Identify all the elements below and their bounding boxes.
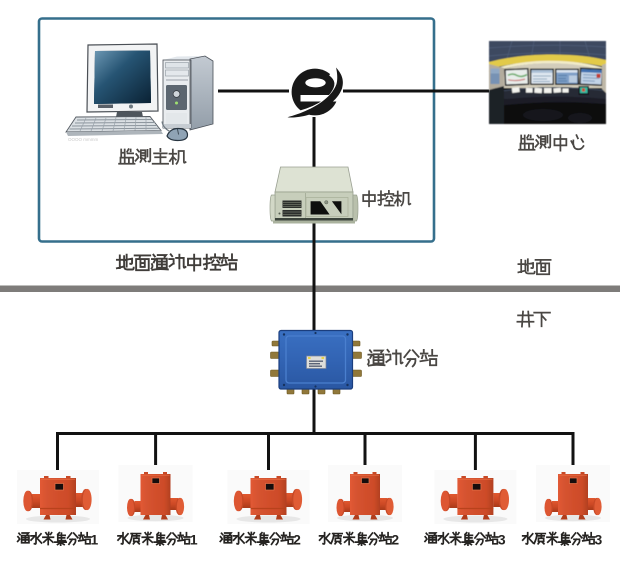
svg-text:2: 2	[293, 532, 301, 548]
svg-text:3: 3	[498, 532, 506, 548]
svg-text:3: 3	[595, 532, 603, 548]
svg-text:OOOO mmmm: OOOO mmmm	[68, 137, 98, 142]
svg-text:1: 1	[190, 532, 198, 548]
svg-text:1: 1	[91, 532, 99, 548]
svg-text:2: 2	[391, 532, 399, 548]
